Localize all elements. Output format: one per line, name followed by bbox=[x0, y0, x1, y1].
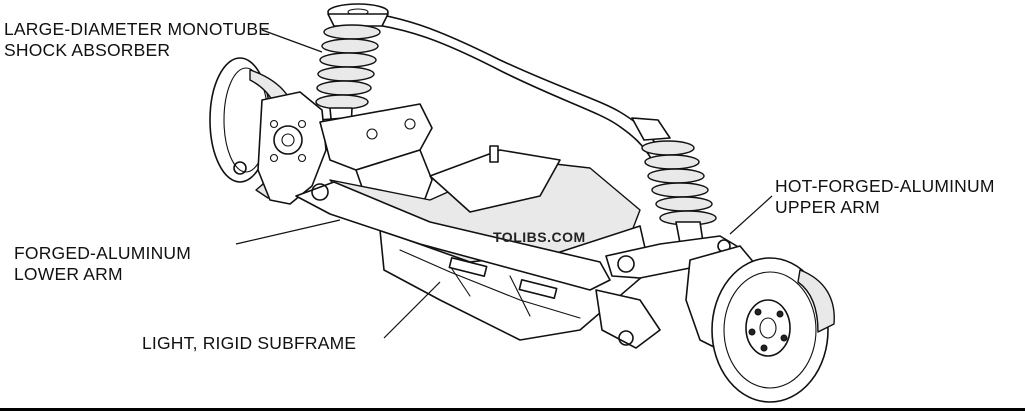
label-upper-arm-line-1: HOT-FORGED-ALUMINUM bbox=[775, 176, 995, 196]
subframe bbox=[329, 145, 651, 341]
right-brake-disc bbox=[711, 257, 835, 403]
left-lower-arm bbox=[295, 181, 611, 291]
leader-lines bbox=[235, 29, 773, 339]
left-knuckle bbox=[233, 91, 327, 205]
label-lower-arm-line-2: LOWER ARM bbox=[14, 264, 123, 284]
label-shock-absorber-line-1: LARGE-DIAMETER MONOTUBE bbox=[4, 19, 271, 39]
bottom-rule bbox=[0, 408, 1025, 411]
label-subframe: LIGHT, RIGID SUBFRAME bbox=[142, 333, 356, 354]
label-upper-arm-line-2: UPPER ARM bbox=[775, 197, 880, 217]
label-upper-arm: HOT-FORGED-ALUMINUM UPPER ARM bbox=[775, 176, 995, 218]
label-lower-arm: FORGED-ALUMINUM LOWER ARM bbox=[14, 243, 191, 285]
right-shock-absorber bbox=[631, 117, 717, 265]
label-shock-absorber-line-2: SHOCK ABSORBER bbox=[4, 40, 171, 60]
label-shock-absorber: LARGE-DIAMETER MONOTUBE SHOCK ABSORBER bbox=[4, 19, 270, 61]
label-lower-arm-line-1: FORGED-ALUMINUM bbox=[14, 243, 192, 263]
watermark: TOLIBS.COM bbox=[493, 229, 586, 245]
label-subframe-text: LIGHT, RIGID SUBFRAME bbox=[142, 333, 357, 353]
